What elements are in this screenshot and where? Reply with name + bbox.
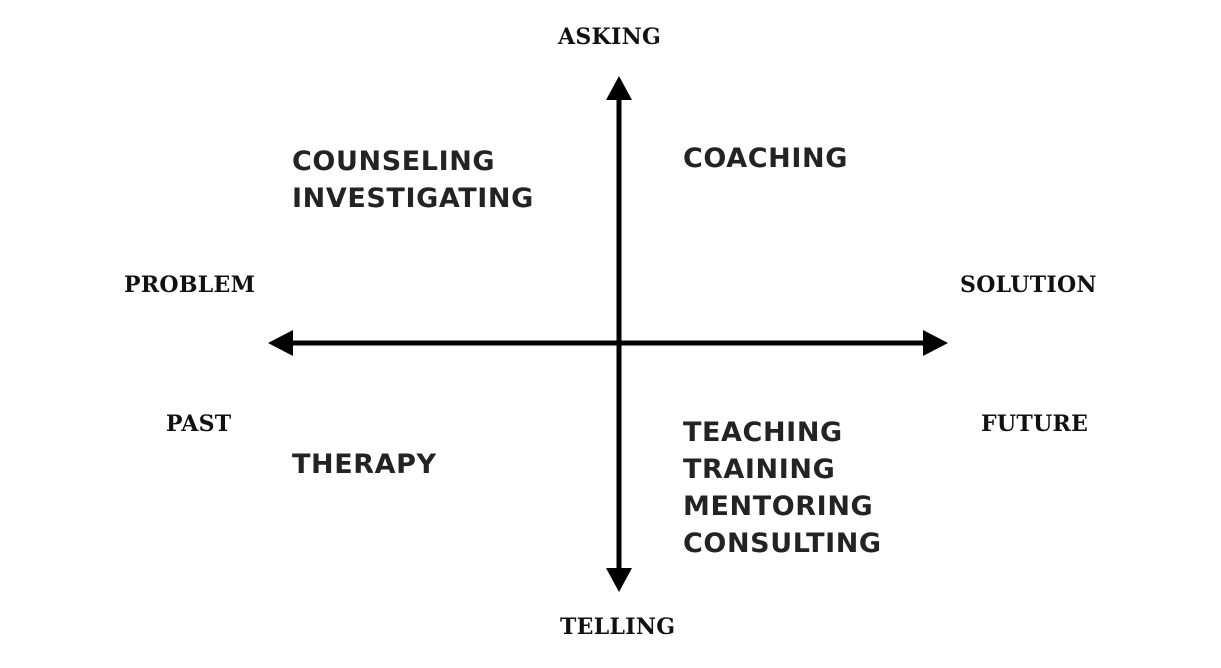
quadrant-top-left: COUNSELING INVESTIGATING: [292, 143, 534, 217]
quadrant-item-coaching: COACHING: [683, 143, 848, 174]
axis-label-asking: ASKING: [558, 24, 662, 50]
quadrant-item-therapy: THERAPY: [292, 449, 437, 480]
arrow-left-icon: [268, 330, 293, 356]
arrow-right-icon: [923, 330, 948, 356]
quadrant-item-training: TRAINING: [683, 454, 836, 485]
axis-label-future: FUTURE: [981, 411, 1089, 437]
quadrant-item-mentoring: MENTORING: [683, 491, 874, 522]
quadrant-bottom-right: TEACHING TRAINING MENTORING CONSULTING: [683, 414, 882, 562]
quadrant-item-consulting: CONSULTING: [683, 528, 882, 559]
axis-label-problem: PROBLEM: [124, 272, 256, 298]
axis-label-past: PAST: [166, 411, 232, 437]
axis-label-telling: TELLING: [560, 614, 676, 640]
arrow-up-icon: [606, 76, 632, 100]
quadrant-item-teaching: TEACHING: [683, 417, 843, 448]
quadrant-bottom-left: THERAPY: [292, 446, 437, 483]
quadrant-item-counseling: COUNSELING: [292, 146, 496, 177]
quadrant-item-investigating: INVESTIGATING: [292, 183, 534, 214]
axis-label-solution: SOLUTION: [960, 272, 1097, 298]
arrow-down-icon: [606, 568, 632, 592]
quadrant-top-right: COACHING: [683, 140, 848, 177]
